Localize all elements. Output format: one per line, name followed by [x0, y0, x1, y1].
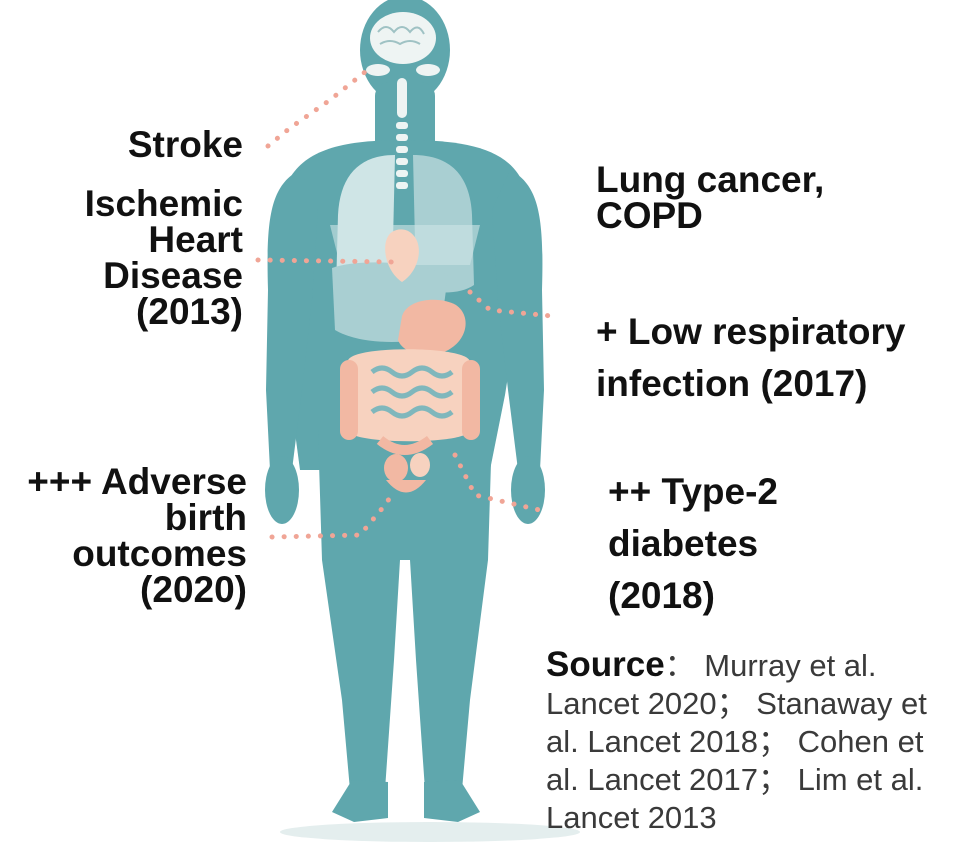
label-lung-line2: COPD: [596, 198, 824, 234]
label-type2-diabetes: ++ Type-2 diabetes (2018): [608, 466, 778, 622]
label-respiratory-line2: infection (2017): [596, 358, 905, 410]
ground-shadow: [280, 822, 580, 842]
label-birth-line3: outcomes: [27, 536, 247, 572]
label-lung-line1: Lung cancer,: [596, 162, 824, 198]
label-ischemic-heart-disease: Ischemic Heart Disease (2013): [85, 186, 243, 330]
label-birth-line2: birth: [27, 500, 247, 536]
label-stroke: Stroke: [128, 127, 243, 163]
source-line3: al. Lancet 2018； Cohen et: [546, 723, 956, 761]
label-ischemic-line1: Ischemic: [85, 186, 243, 222]
label-diabetes-line2: diabetes: [608, 518, 778, 570]
source-line5: Lancet 2013: [546, 799, 956, 837]
label-diabetes-line3: (2018): [608, 570, 778, 622]
label-ischemic-line3: Disease: [85, 258, 243, 294]
label-birth-line4: (2020): [27, 572, 247, 608]
source-line2: Lancet 2020； Stanaway et: [546, 685, 956, 723]
leader-stroke: [268, 72, 365, 146]
label-stroke-line: Stroke: [128, 127, 243, 163]
source-line1: Source： Murray et al.: [546, 646, 956, 685]
label-birth-line1: +++ Adverse: [27, 464, 247, 500]
source-citation: Source： Murray et al. Lancet 2020； Stana…: [546, 646, 956, 837]
label-respiratory-line1: + Low respiratory: [596, 306, 905, 358]
source-heading: Source: [546, 645, 665, 684]
label-diabetes-line1: ++ Type-2: [608, 466, 778, 518]
label-ischemic-line2: Heart: [85, 222, 243, 258]
label-ischemic-line4: (2013): [85, 294, 243, 330]
label-adverse-birth-outcomes: +++ Adverse birth outcomes (2020): [27, 464, 247, 608]
label-lung-cancer-copd: Lung cancer, COPD: [596, 162, 824, 234]
source-line4: al. Lancet 2017； Lim et al.: [546, 761, 956, 799]
source-line1-text: ： Murray et al.: [665, 648, 877, 683]
label-low-respiratory-infection: + Low respiratory infection (2017): [596, 306, 905, 410]
